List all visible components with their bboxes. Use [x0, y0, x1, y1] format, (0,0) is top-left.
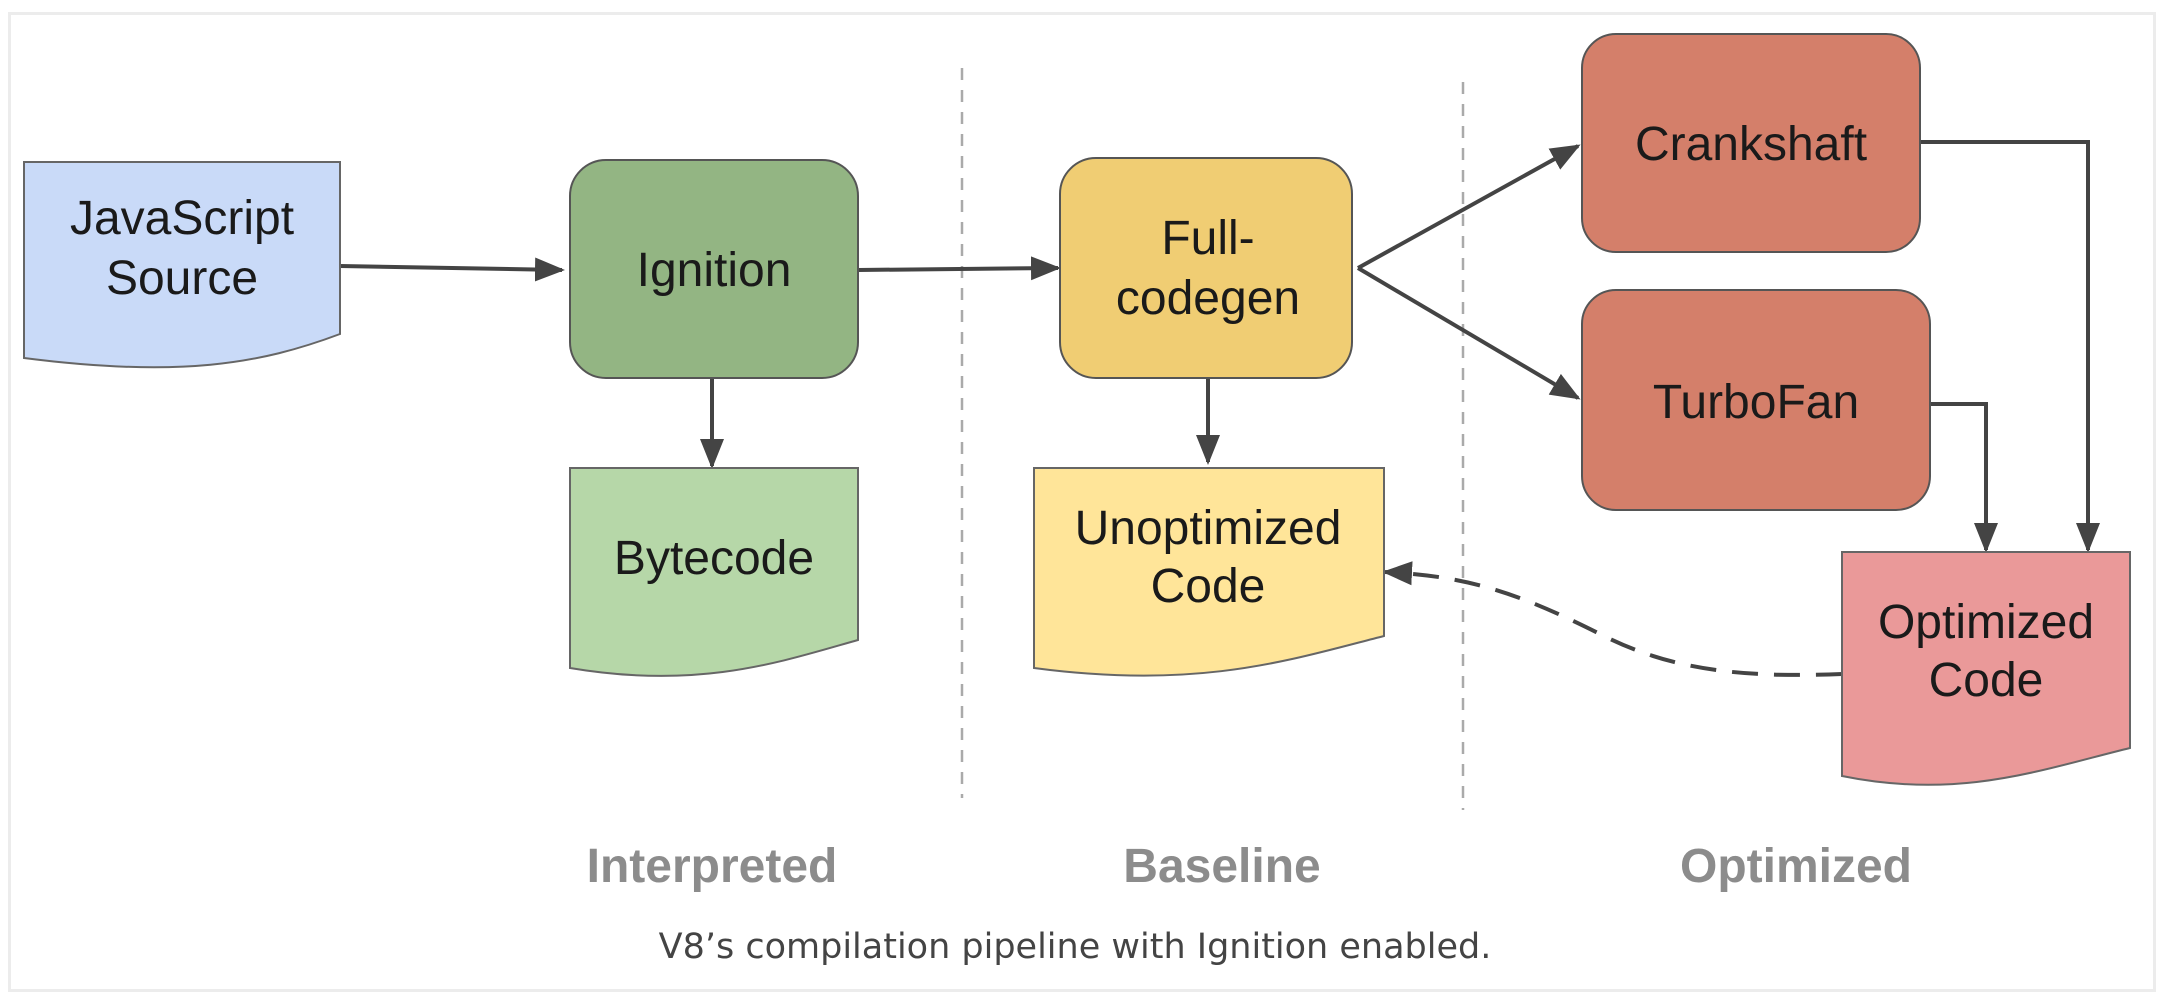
unoptimized-label-line1: Unoptimized	[1075, 502, 1342, 555]
bytecode-label: Bytecode	[614, 532, 814, 585]
node-crankshaft: Crankshaft	[1581, 33, 1921, 253]
edge-fullcodegen-turbofan	[1356, 266, 1581, 400]
unoptimized-label-line2: Code	[1151, 560, 1266, 613]
optimized-label-line2: Code	[1929, 654, 2044, 707]
optimized-label-line1: Optimized	[1878, 596, 2094, 649]
node-full-codegen: Full- codegen	[1059, 157, 1353, 379]
edge-turbofan-optimized	[1930, 402, 1998, 553]
fullcodegen-label-line2: codegen	[1116, 272, 1300, 325]
node-ignition: Ignition	[569, 159, 859, 379]
edge-fullcodegen-crankshaft	[1357, 144, 1581, 270]
region-label-optimized: Optimized	[1680, 840, 1912, 893]
edge-source-ignition	[339, 257, 565, 282]
fullcodegen-label-line1: Full-	[1161, 212, 1254, 265]
ignition-label: Ignition	[637, 244, 792, 297]
source-label-line2: Source	[106, 252, 258, 305]
node-turbofan: TurboFan	[1581, 289, 1931, 511]
edge-ignition-fullcodegen	[857, 256, 1061, 281]
node-bytecode: Bytecode	[569, 467, 859, 677]
source-label-line1: JavaScript	[70, 192, 294, 245]
edge-crankshaft-optimized	[1920, 140, 2100, 553]
region-label-interpreted: Interpreted	[587, 840, 838, 893]
node-optimized-code: Optimized Code	[1841, 551, 2131, 786]
node-unoptimized-code: Unoptimized Code	[1033, 467, 1385, 677]
region-label-baseline: Baseline	[1123, 840, 1320, 893]
edge-optimized-deopt	[1382, 561, 1843, 677]
turbofan-label: TurboFan	[1653, 376, 1859, 429]
figure-caption: V8’s compilation pipeline with Ignition …	[659, 927, 1492, 967]
crankshaft-label: Crankshaft	[1635, 118, 1867, 171]
node-javascript-source: JavaScript Source	[23, 161, 341, 369]
